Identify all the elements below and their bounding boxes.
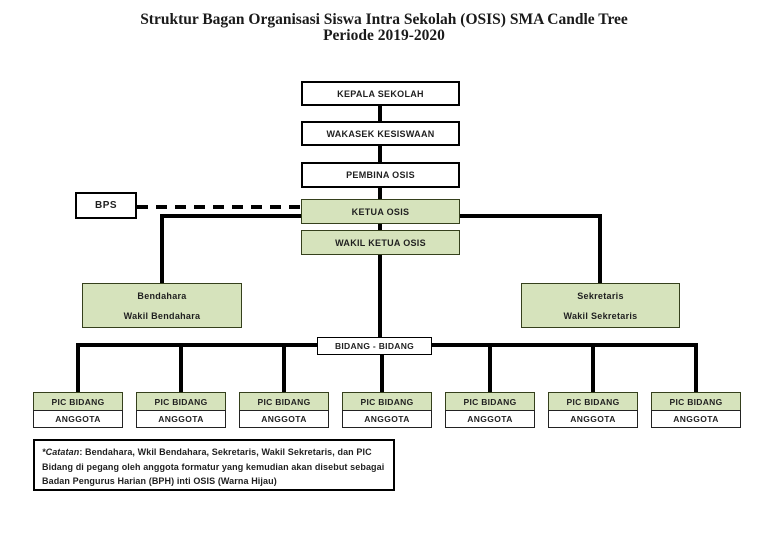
node-bendahara-label: Bendahara (137, 291, 187, 301)
footnote-box: *Catatan: Bendahara, Wkil Bendahara, Sek… (33, 439, 395, 491)
connector-wakasek-pembina (378, 146, 382, 162)
node-bendahara: Bendahara Wakil Bendahara (82, 283, 242, 328)
node-anggota-5: ANGGOTA (445, 410, 535, 428)
anggota-4-label: ANGGOTA (364, 414, 410, 424)
node-pic-bidang-7: PIC BIDANG (651, 392, 741, 411)
division-column-6: PIC BIDANG ANGGOTA (548, 392, 638, 428)
node-pembina-osis: PEMBINA OSIS (301, 162, 460, 188)
node-pembina-osis-label: PEMBINA OSIS (346, 170, 415, 180)
connector-drop-col3 (282, 343, 286, 392)
node-wakil-ketua-osis-label: WAKIL KETUA OSIS (335, 237, 426, 248)
page-title-line2: Periode 2019-2020 (323, 27, 445, 44)
node-kepala-sekolah-label: KEPALA SEKOLAH (337, 88, 424, 99)
node-pic-bidang-6: PIC BIDANG (548, 392, 638, 411)
connector-drop-col4 (380, 355, 384, 392)
node-anggota-1: ANGGOTA (33, 410, 123, 428)
division-column-1: PIC BIDANG ANGGOTA (33, 392, 123, 428)
anggota-6-label: ANGGOTA (570, 414, 616, 424)
division-column-2: PIC BIDANG ANGGOTA (136, 392, 226, 428)
page-title-line1: Struktur Bagan Organisasi Siswa Intra Se… (140, 11, 628, 28)
node-pic-bidang-3: PIC BIDANG (239, 392, 329, 411)
node-pic-bidang-1: PIC BIDANG (33, 392, 123, 411)
node-ketua-osis: KETUA OSIS (301, 199, 460, 224)
node-anggota-6: ANGGOTA (548, 410, 638, 428)
connector-drop-col1 (76, 343, 80, 392)
anggota-3-label: ANGGOTA (261, 414, 307, 424)
page-title: Struktur Bagan Organisasi Siswa Intra Se… (0, 12, 768, 44)
node-anggota-3: ANGGOTA (239, 410, 329, 428)
node-bps: BPS (75, 192, 137, 219)
node-kepala-sekolah: KEPALA SEKOLAH (301, 81, 460, 106)
node-pic-bidang-5: PIC BIDANG (445, 392, 535, 411)
division-column-5: PIC BIDANG ANGGOTA (445, 392, 535, 428)
anggota-1-label: ANGGOTA (55, 414, 101, 424)
connector-kepala-wakasek (378, 106, 382, 121)
node-anggota-2: ANGGOTA (136, 410, 226, 428)
node-sekretaris: Sekretaris Wakil Sekretaris (521, 283, 680, 328)
node-anggota-4: ANGGOTA (342, 410, 432, 428)
division-column-7: PIC BIDANG ANGGOTA (651, 392, 741, 428)
node-pic-bidang-2: PIC BIDANG (136, 392, 226, 411)
connector-pembina-ketua (378, 188, 382, 199)
pic-bidang-6-label: PIC BIDANG (566, 396, 620, 407)
connector-drop-col2 (179, 343, 183, 392)
footnote-label: *Catatan (42, 447, 80, 457)
node-bps-label: BPS (94, 200, 118, 211)
pic-bidang-2-label: PIC BIDANG (154, 396, 208, 407)
connector-drop-col6 (591, 343, 595, 392)
pic-bidang-3-label: PIC BIDANG (257, 396, 311, 407)
node-anggota-7: ANGGOTA (651, 410, 741, 428)
node-wakil-sekretaris-label: Wakil Sekretaris (563, 311, 638, 321)
connector-ketua-bendahara-h (160, 214, 301, 218)
division-column-4: PIC BIDANG ANGGOTA (342, 392, 432, 428)
node-wakil-bendahara-label: Wakil Bendahara (123, 311, 201, 321)
connector-ketua-sekretaris-h (460, 214, 602, 218)
connector-wakil-bidang (378, 255, 382, 337)
anggota-7-label: ANGGOTA (673, 414, 719, 424)
anggota-2-label: ANGGOTA (158, 414, 204, 424)
node-pic-bidang-4: PIC BIDANG (342, 392, 432, 411)
division-column-3: PIC BIDANG ANGGOTA (239, 392, 329, 428)
node-wakasek-kesiswaan: WAKASEK KESISWAAN (301, 121, 460, 146)
connector-drop-col7 (694, 343, 698, 392)
pic-bidang-4-label: PIC BIDANG (360, 396, 414, 407)
node-wakasek-kesiswaan-label: WAKASEK KESISWAAN (326, 128, 435, 139)
anggota-5-label: ANGGOTA (467, 414, 513, 424)
connector-ketua-wakil (378, 224, 382, 230)
connector-bps-ketua-dashed (137, 205, 301, 209)
connector-ketua-bendahara-v (160, 214, 164, 283)
connector-ketua-sekretaris-v (598, 214, 602, 283)
footnote-text: : Bendahara, Wkil Bendahara, Sekretaris,… (42, 447, 385, 486)
node-sekretaris-label: Sekretaris (577, 291, 624, 301)
node-bidang-bidang: BIDANG - BIDANG (317, 337, 432, 355)
pic-bidang-5-label: PIC BIDANG (463, 396, 517, 407)
node-bidang-bidang-label: BIDANG - BIDANG (334, 341, 415, 351)
pic-bidang-7-label: PIC BIDANG (669, 396, 723, 407)
connector-drop-col5 (488, 343, 492, 392)
pic-bidang-1-label: PIC BIDANG (51, 396, 105, 407)
node-ketua-osis-label: KETUA OSIS (351, 206, 410, 217)
node-wakil-ketua-osis: WAKIL KETUA OSIS (301, 230, 460, 255)
